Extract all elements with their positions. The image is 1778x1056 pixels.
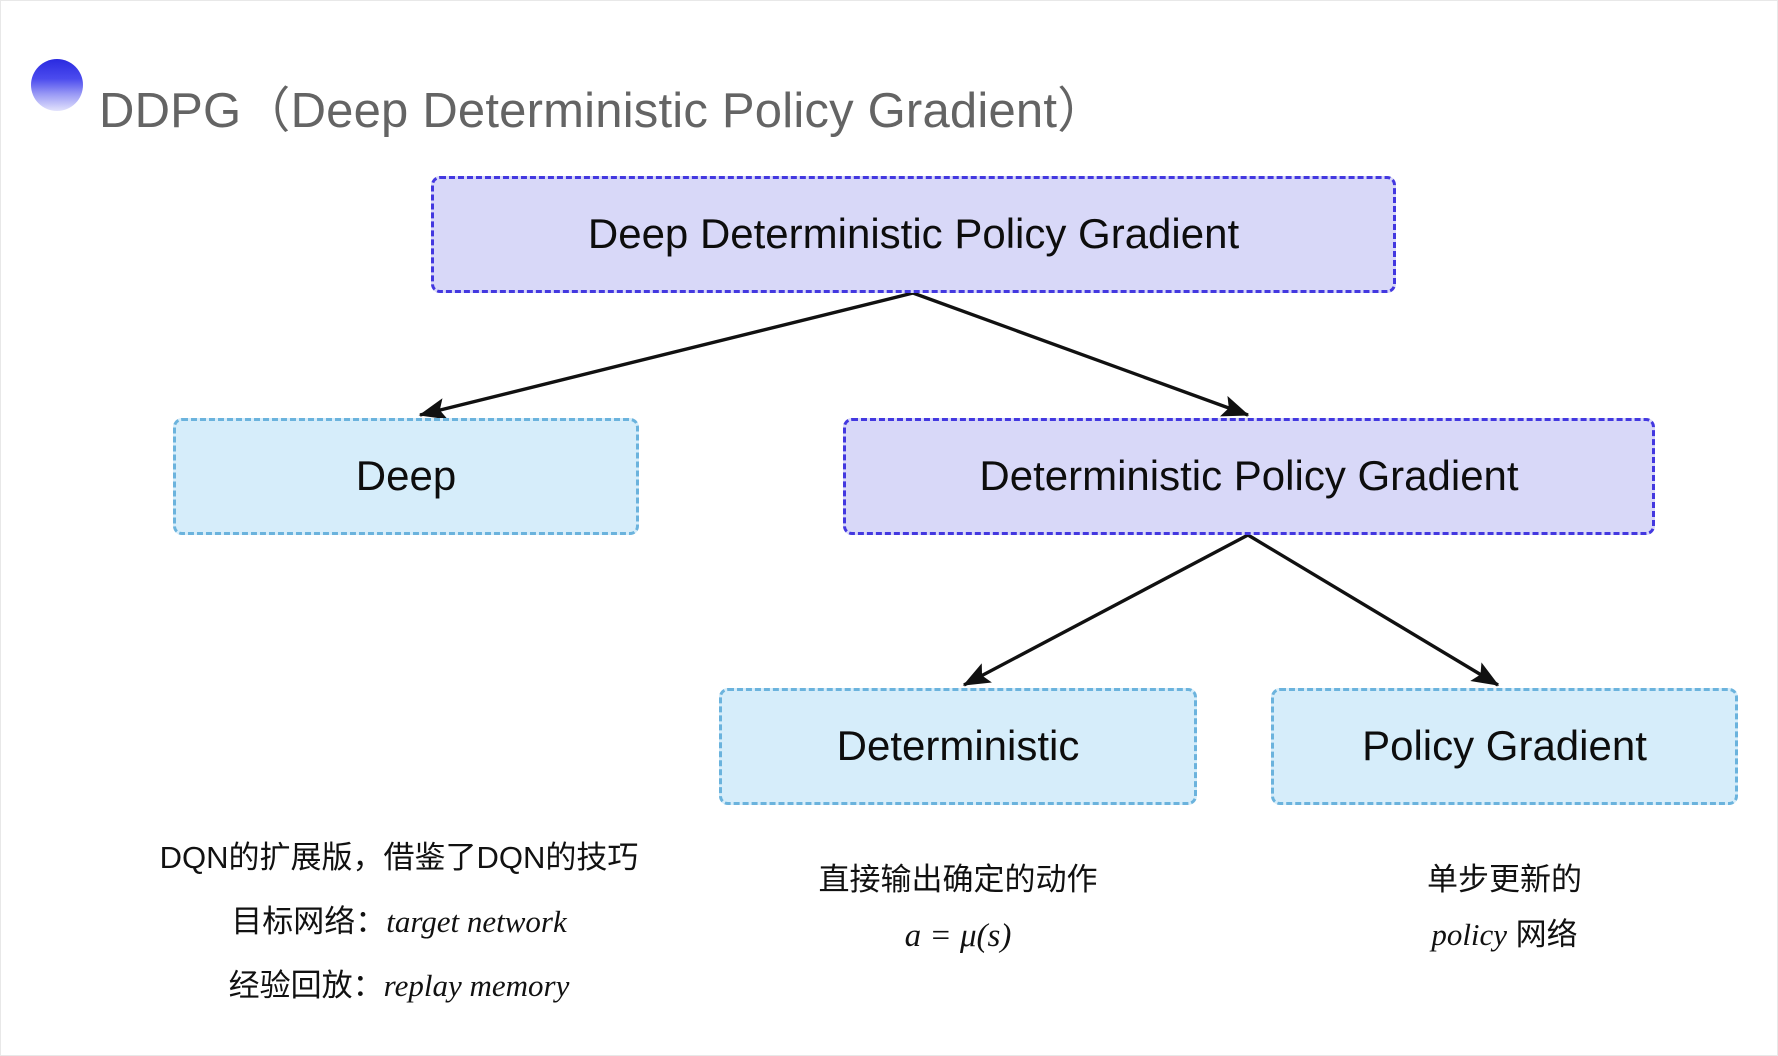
- caption-policy-gradient: 单步更新的 policy 网络: [1271, 856, 1738, 958]
- edge-root-to-dpg: [912, 291, 1250, 417]
- page-title: DDPG（Deep Deterministic Policy Gradient）: [99, 84, 1107, 138]
- caption-deep-line2-label: 目标网络：: [231, 904, 387, 940]
- caption-deep-line1: DQN的扩展版，借鉴了DQN的技巧: [159, 840, 639, 875]
- edge-root-to-deep: [418, 291, 914, 420]
- caption-policy-gradient-rest: 网络: [1507, 917, 1578, 953]
- edge-dpg-to-policy-gradient: [1247, 533, 1500, 687]
- edge-dpg-to-deterministic: [962, 533, 1249, 687]
- caption-policy-gradient-line1: 单步更新的: [1427, 862, 1582, 897]
- node-deep[interactable]: Deep: [173, 418, 639, 535]
- caption-deep-line3-term: replay memory: [383, 968, 570, 1004]
- gradient-circle-bullet-icon: [31, 59, 83, 111]
- caption-deep-line2-term: target network: [386, 904, 567, 940]
- caption-deep-line3-label: 经验回放：: [228, 968, 384, 1004]
- caption-deep: DQN的扩展版，借鉴了DQN的技巧 目标网络：target network 经验…: [79, 834, 719, 1009]
- caption-deep-line3: 经验回放：replay memory: [79, 962, 719, 1009]
- caption-policy-gradient-term: policy: [1431, 917, 1508, 953]
- caption-deep-line2: 目标网络：target network: [79, 898, 719, 945]
- node-deterministic[interactable]: Deterministic: [719, 688, 1197, 805]
- node-deep-deterministic-policy-gradient[interactable]: Deep Deterministic Policy Gradient: [431, 176, 1396, 293]
- caption-deterministic: 直接输出确定的动作 a = μ(s): [719, 856, 1197, 961]
- caption-policy-gradient-line2: policy 网络: [1271, 911, 1738, 958]
- caption-deterministic-formula: a = μ(s): [904, 918, 1012, 955]
- node-deterministic-policy-gradient[interactable]: Deterministic Policy Gradient: [843, 418, 1655, 535]
- node-policy-gradient[interactable]: Policy Gradient: [1271, 688, 1738, 805]
- caption-deterministic-line1: 直接输出确定的动作: [818, 862, 1098, 897]
